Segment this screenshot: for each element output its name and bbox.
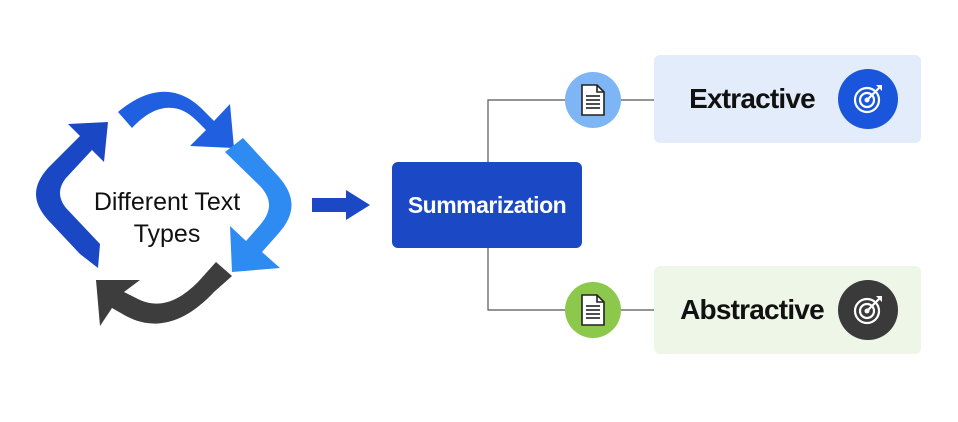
cycle-label: Different Text Types: [93, 188, 241, 248]
extractive-label: Extractive: [689, 83, 816, 114]
connector-lines: [487, 99, 654, 311]
abstractive-card: Abstractive: [654, 266, 921, 354]
cycle-arrow-right: [225, 138, 292, 272]
target-icon: [853, 296, 882, 325]
summarization-box: Summarization: [392, 162, 582, 248]
extractive-document-node: [565, 72, 621, 128]
abstractive-label: Abstractive: [680, 294, 825, 325]
cycle-arrow-left: [36, 122, 108, 268]
document-icon: [581, 84, 605, 116]
document-icon: [581, 294, 605, 326]
target-icon: [853, 85, 882, 114]
abstractive-target-badge: [838, 280, 898, 340]
cycle-diagram: [36, 91, 292, 326]
cycle-arrow-top-right: [118, 91, 234, 148]
cycle-arrow-bottom: [96, 262, 232, 326]
extractive-card: Extractive: [654, 55, 921, 143]
summarization-label: Summarization: [407, 191, 567, 218]
abstractive-document-node: [565, 282, 621, 338]
flow-arrow: [312, 190, 370, 220]
extractive-target-badge: [838, 69, 898, 129]
